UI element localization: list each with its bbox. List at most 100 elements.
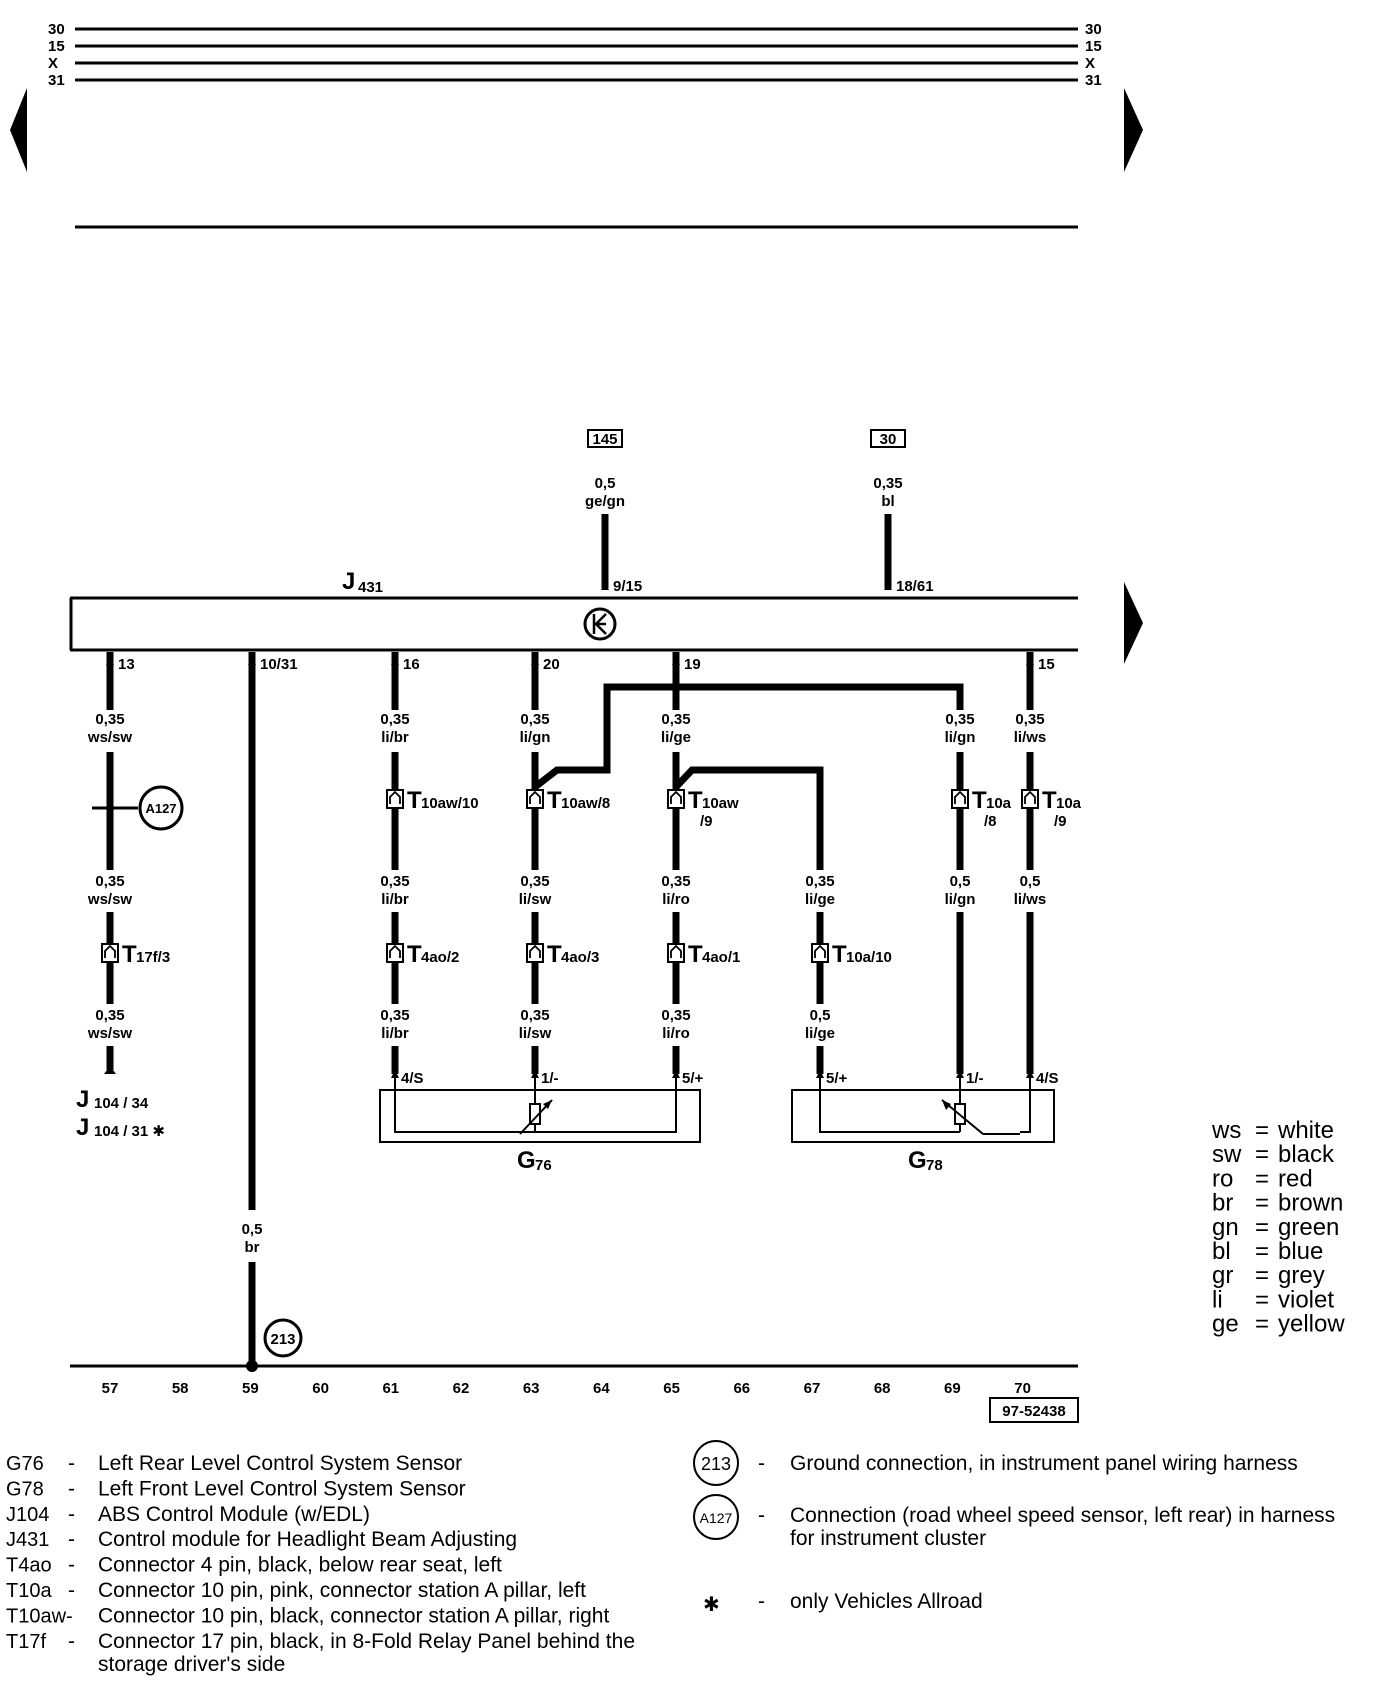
connector-sub: 17f/3 xyxy=(136,949,170,966)
connector-sub: 10aw/10 xyxy=(421,795,479,812)
color-eq: = xyxy=(1255,1190,1269,1217)
color-eq: = xyxy=(1255,1141,1269,1168)
wire-color: ws/sw xyxy=(87,1025,133,1042)
connector-main: T xyxy=(547,941,562,968)
wire-size: 0,5 xyxy=(595,475,616,492)
connection-label: A127 xyxy=(145,801,176,816)
j104-letter: J xyxy=(76,1114,89,1141)
control-module-j431: J 431 xyxy=(69,568,1078,652)
color-code: ws xyxy=(1211,1117,1241,1144)
component-text: storage driver's side xyxy=(98,1653,285,1676)
branch-wire-to-67 xyxy=(673,766,824,870)
desc-text: for instrument cluster xyxy=(790,1527,986,1550)
component-code: T10aw- xyxy=(6,1605,73,1627)
sensor-number: 78 xyxy=(926,1157,943,1174)
ground-213-icon xyxy=(263,1318,303,1358)
wire-size: 0,35 xyxy=(805,873,834,890)
color-code: gn xyxy=(1212,1214,1239,1241)
diagram-id-box: 97-52438 xyxy=(989,1397,1079,1423)
connector-main: T xyxy=(688,787,703,814)
grid-number: 60 xyxy=(312,1380,329,1397)
terminal-30: 30 0,35 bl 18/61 xyxy=(870,429,934,595)
color-name: brown xyxy=(1278,1190,1343,1217)
wire-color: bl xyxy=(881,493,894,510)
component-code: G76 xyxy=(6,1453,44,1475)
sensor-g76: 4/S 1/- 5/+ G 76 xyxy=(379,1070,704,1174)
component-code: G78 xyxy=(6,1478,44,1500)
wire-size: 0,35 xyxy=(380,711,409,728)
wire-size: 0,35 xyxy=(1015,711,1044,728)
color-legend: ws=whitesw=blackro=redbr=browngn=greenbl… xyxy=(1211,1117,1345,1338)
diagram-id: 97-52438 xyxy=(1002,1403,1065,1420)
color-name: red xyxy=(1278,1165,1313,1192)
crossover-wire-to-69 xyxy=(532,683,964,790)
color-name: violet xyxy=(1278,1286,1334,1313)
grid-number: 69 xyxy=(944,1380,961,1397)
component-legend-right: 213 - Ground connection, in instrument p… xyxy=(693,1440,1335,1616)
wire-color: li/br xyxy=(381,1025,409,1042)
wire-size: 0,5 xyxy=(242,1221,263,1238)
sensor-letter: G xyxy=(908,1147,927,1174)
wire-color: li/ro xyxy=(662,891,690,908)
wire-size: 0,5 xyxy=(950,873,971,890)
grid-number: 65 xyxy=(663,1380,680,1397)
grid-number: 62 xyxy=(453,1380,470,1397)
component-dash: - xyxy=(68,1630,75,1653)
module-pins: 13 10/31 16 20 19 15 xyxy=(106,656,1055,673)
wire-size: 0,35 xyxy=(945,711,974,728)
color-code: bl xyxy=(1212,1238,1231,1265)
wire-size: 0,35 xyxy=(520,873,549,890)
component-text: ABS Control Module (w/EDL) xyxy=(98,1503,370,1526)
component-code: J104 xyxy=(6,1504,49,1526)
rail-label-left: 30 xyxy=(48,21,65,38)
sensor-pin: 5/+ xyxy=(826,1070,848,1087)
component-dash: - xyxy=(68,1528,75,1551)
component-text: Left Rear Level Control System Sensor xyxy=(98,1452,462,1475)
wire-size: 0,35 xyxy=(95,873,124,890)
pin-label: 18/61 xyxy=(896,578,934,595)
wire-color: ws/sw xyxy=(87,891,133,908)
color-name: yellow xyxy=(1278,1311,1345,1338)
symbol-label: A127 xyxy=(700,1510,733,1526)
arrow-right-icon[interactable] xyxy=(1124,582,1143,664)
rail-label-right: 30 xyxy=(1085,21,1102,38)
symbol-label: 213 xyxy=(701,1454,731,1474)
wire-13: 0,35 ws/sw A127 0,35 ws/sw 0,35 ws/sw xyxy=(87,652,184,1074)
component-legend-left: G76 - Left Rear Level Control System Senso… xyxy=(6,1452,635,1676)
rail-label-right: 15 xyxy=(1085,38,1102,55)
connector-sub: 10aw/8 xyxy=(561,795,610,812)
j104-line1: 104 / 34 xyxy=(94,1095,149,1112)
color-eq: = xyxy=(1255,1117,1269,1144)
module-number: 431 xyxy=(358,579,383,596)
connector-t4ao3: T 4ao/3 xyxy=(526,941,599,968)
sensor-number: 76 xyxy=(535,1157,552,1174)
component-dash: - xyxy=(68,1554,75,1577)
pin-label: 15 xyxy=(1038,656,1055,673)
terminal-box-label: 30 xyxy=(880,431,897,448)
wire-15: 0,35 li/ws 0,5 li/ws xyxy=(1014,652,1046,1074)
connector-sub: 4ao/3 xyxy=(561,949,599,966)
arrow-left-icon[interactable] xyxy=(10,88,27,172)
rail-label-left: 15 xyxy=(48,38,65,55)
module-letter: J xyxy=(342,568,355,595)
pin-label: 20 xyxy=(543,656,560,673)
wire-color: li/br xyxy=(381,891,409,908)
connector-sub: 4ao/1 xyxy=(702,949,740,966)
connector-t10aw10: T 10aw/10 xyxy=(386,787,479,814)
grid-number: 64 xyxy=(593,1380,610,1397)
grid-number: 68 xyxy=(874,1380,891,1397)
wire-size: 0,5 xyxy=(810,1007,831,1024)
desc-text: Connection (road wheel speed sensor, lef… xyxy=(790,1504,1335,1527)
color-code: br xyxy=(1212,1190,1233,1217)
ground-213-icon xyxy=(693,1440,739,1486)
wire-size: 0,35 xyxy=(661,1007,690,1024)
wire-color: li/ge xyxy=(805,891,835,908)
connector-t4ao1: T 4ao/1 xyxy=(667,941,740,968)
component-code: J431 xyxy=(6,1529,49,1551)
arrow-right-icon[interactable] xyxy=(1124,88,1143,172)
rail-label-left: 31 xyxy=(48,72,65,89)
wire-color: li/gn xyxy=(945,891,976,908)
color-eq: = xyxy=(1255,1311,1269,1338)
component-text: Connector 10 pin, pink, connector statio… xyxy=(98,1579,586,1602)
